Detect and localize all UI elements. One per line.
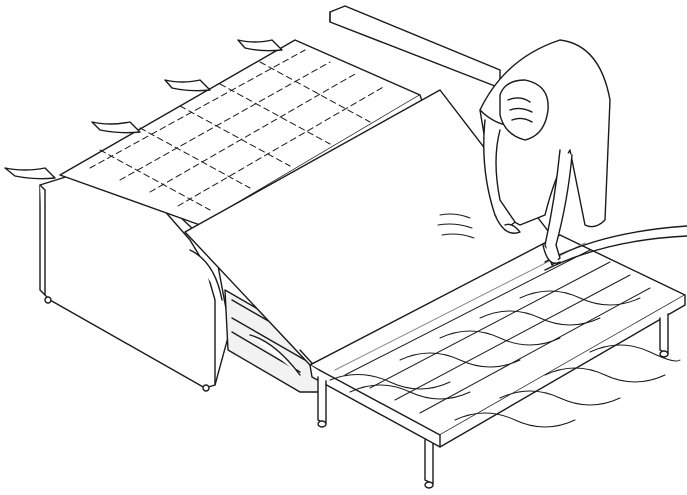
sofa-base [224, 289, 321, 393]
bed-frame [309, 234, 686, 489]
person-figure [437, 39, 611, 266]
mattress-straps [4, 39, 283, 180]
sofa-left-arm [39, 159, 231, 392]
